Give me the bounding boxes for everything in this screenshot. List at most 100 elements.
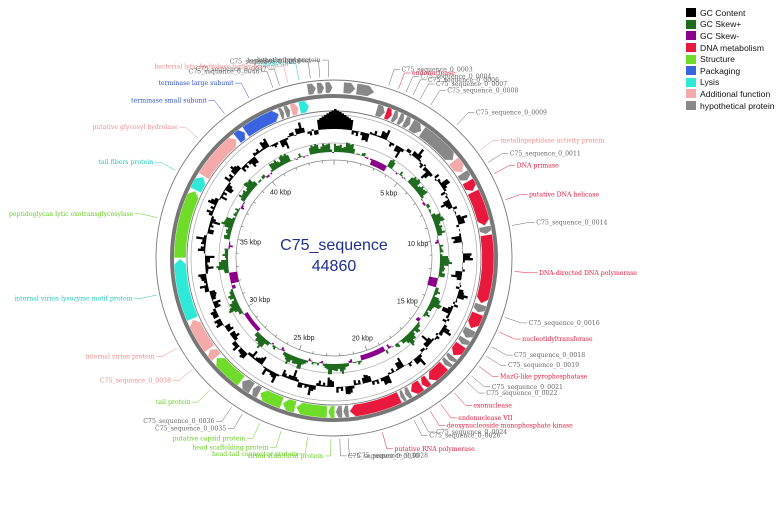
- gene-arrow: [457, 169, 471, 181]
- kbp-tick-mark: [246, 213, 249, 216]
- gene-arrow: [374, 104, 385, 118]
- kbp-tick-mark: [419, 215, 423, 217]
- legend-label: Additional function: [700, 88, 771, 99]
- kbp-tick-label: 25 kbp: [294, 335, 315, 342]
- kbp-tick-mark: [248, 303, 254, 307]
- legend-item: Additional function: [686, 88, 775, 100]
- gene-label: terminase large subunit: [158, 80, 234, 87]
- gene-label: head-tail connector protein: [212, 451, 298, 458]
- gene-arrow: [296, 402, 328, 418]
- gene-label: C75_sequence_0_0016: [529, 320, 600, 327]
- kbp-tick-label: 20 kbp: [352, 336, 373, 343]
- gene-arrow: [215, 357, 245, 386]
- gene-label: endonuclease: [412, 70, 455, 77]
- gene-arrow: [428, 361, 449, 381]
- ring-layer: [155, 79, 513, 437]
- gene-leader-line: [302, 61, 311, 79]
- gene-leader-line: [388, 69, 401, 86]
- gene-label: MazG-like pyrophosphatase: [500, 374, 588, 381]
- gene-leader-line: [466, 381, 485, 394]
- gene-arrow: [189, 319, 215, 353]
- gene-label: C75_sequence_0_0009: [476, 110, 547, 117]
- gene-leader-line: [172, 369, 193, 381]
- gene-label: putative capsid protein: [173, 436, 246, 443]
- gene-arrow: [399, 389, 408, 402]
- kbp-tick-mark: [237, 239, 243, 241]
- gene-leader-line: [504, 317, 528, 324]
- kbp-tick-mark: [295, 167, 298, 171]
- gene-leader-line: [270, 431, 282, 448]
- gene-arrow: [420, 375, 432, 388]
- gene-arrow: [241, 379, 256, 394]
- gene-label: DNA primase: [517, 163, 559, 170]
- kbp-tick-label: 35 kbp: [240, 239, 261, 246]
- gene-leader-line: [491, 346, 513, 356]
- gene-label: putative DNA helicase: [529, 191, 599, 198]
- legend-item: GC Skew+: [686, 19, 775, 31]
- gene-leader-line: [322, 59, 329, 78]
- legend-item: Structure: [686, 53, 775, 65]
- gene-label: C75_sequence_0_0038: [100, 378, 171, 385]
- gene-arrow: [190, 176, 206, 194]
- gene-leader-line: [235, 82, 250, 99]
- gene-label: C75_sequence_0_0018: [514, 352, 585, 359]
- gene-leader-line: [493, 165, 516, 174]
- legend-swatch: [686, 66, 696, 76]
- gene-arrow: [457, 335, 471, 346]
- kbp-tick-mark: [377, 342, 380, 346]
- gene-arrow: [298, 100, 310, 114]
- legend-item: hypothetical protein: [686, 100, 775, 112]
- legend-item: Packaging: [686, 65, 775, 77]
- gene-label: bacterial lytic hydrolase family protein: [154, 64, 276, 71]
- kbp-tick-label: 30 kbp: [249, 297, 270, 304]
- kbp-tick-mark: [364, 345, 367, 351]
- legend-label: Structure: [700, 54, 735, 65]
- gene-arrow: [282, 105, 291, 118]
- gene-label: DNA-directed DNA polymerase: [539, 270, 637, 277]
- kbp-tick-mark: [264, 325, 268, 328]
- gene-arrow: [410, 379, 425, 395]
- gene-label: C75_sequence_0_0028: [357, 452, 428, 459]
- gene-leader-line: [208, 100, 225, 114]
- gene-arrow: [462, 178, 477, 192]
- backbone-ring: [170, 94, 498, 422]
- gene-label: terminase small subunit: [131, 97, 207, 104]
- legend-label: hypothetical protein: [700, 100, 775, 111]
- gene-arrow: [441, 356, 454, 368]
- gene-label: virion structural protein: [246, 453, 323, 460]
- gene-leader-line: [215, 407, 232, 422]
- gene-arrow: [277, 107, 285, 120]
- gene-leader-line: [412, 79, 427, 96]
- legend-swatch: [686, 31, 696, 41]
- gene-label: deoxynucleoside monophosphate kinase: [447, 423, 573, 430]
- legend-label: Packaging: [700, 65, 741, 76]
- gene-leader-line: [268, 68, 280, 86]
- kbp-tick-mark: [272, 181, 276, 186]
- legend-label: GC Skew-: [700, 30, 740, 41]
- gene-leader-line: [454, 392, 472, 406]
- gene-leader-line: [479, 140, 500, 151]
- legend-item: DNA metabolism: [686, 42, 775, 54]
- gene-label: nucleotidyltransferase: [522, 336, 593, 343]
- gene-arrow: [390, 109, 399, 123]
- gene-label: C75_sequence_0_0011: [510, 151, 581, 158]
- gene-arrow: [478, 225, 492, 235]
- gene-arrow: [451, 341, 467, 356]
- gene-leader-line: [192, 389, 211, 403]
- gene-label: C75_sequence_0_0006: [428, 77, 499, 84]
- gene-arrow: [207, 348, 221, 362]
- gene-label: C75_sequence_0_0046: [188, 69, 259, 76]
- gene-label: C75_sequence_0_0026: [429, 432, 500, 439]
- kbp-tick-mark: [399, 326, 402, 330]
- gene-arrow: [448, 157, 464, 173]
- gene-arrow: [259, 390, 285, 409]
- gene-label: C75_sequence_0_0035: [155, 426, 226, 433]
- gene-leader-line: [499, 331, 521, 340]
- gene-arrow: [198, 137, 237, 180]
- gene-arrow: [242, 110, 280, 137]
- kbp-tick-mark: [255, 315, 259, 318]
- gene-arrow: [404, 386, 414, 400]
- gene-label: exonuclease: [473, 403, 512, 410]
